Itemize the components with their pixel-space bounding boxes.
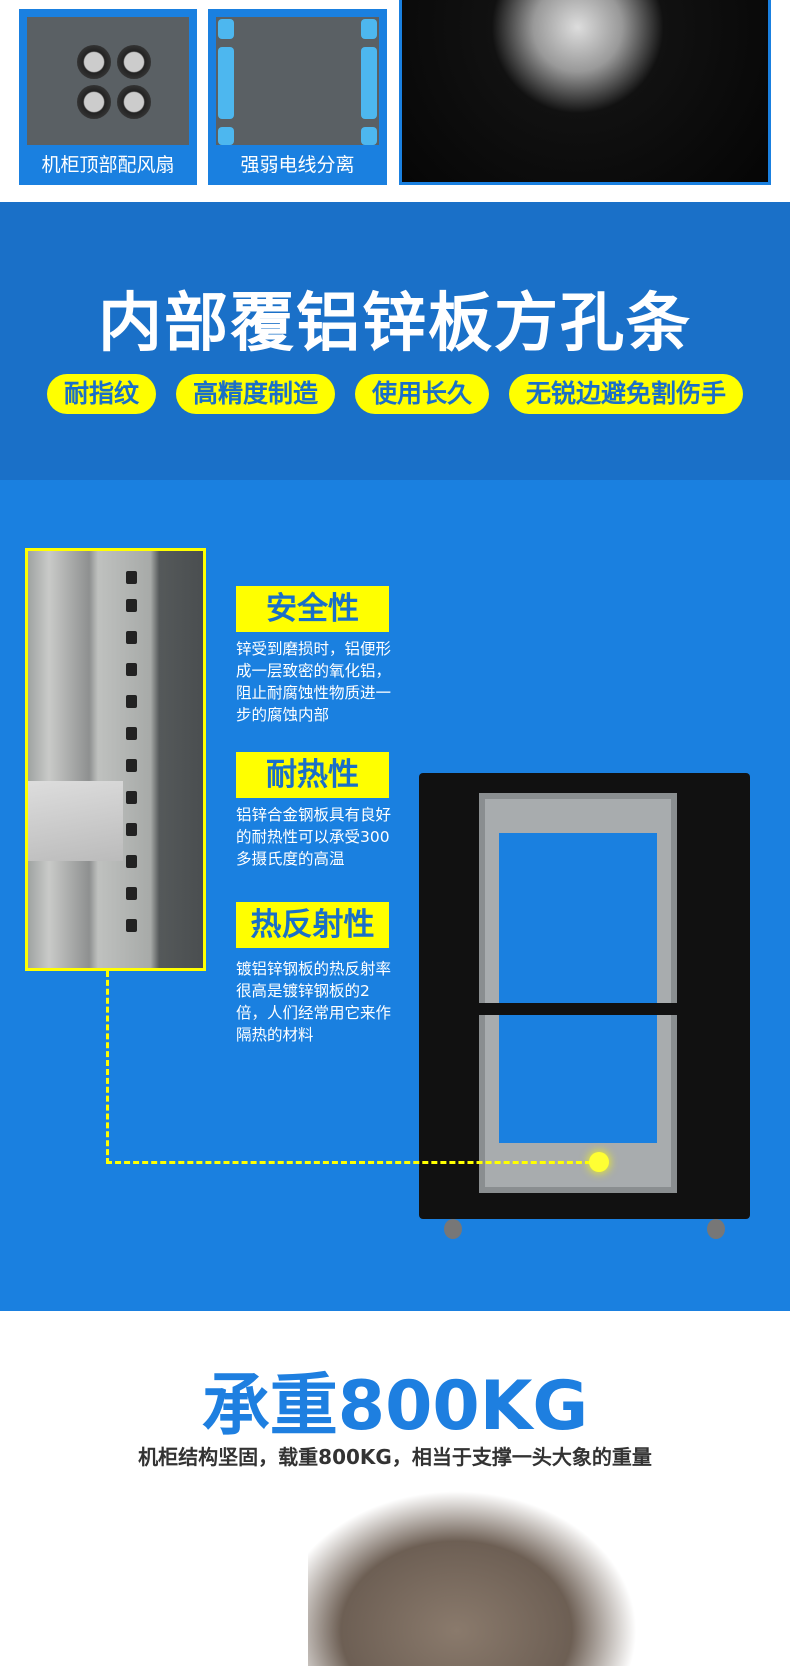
- fan-feature-card: 机柜顶部配风扇: [19, 9, 197, 185]
- highlight-dot: [589, 1152, 609, 1172]
- fan-caption: 机柜顶部配风扇: [41, 154, 175, 176]
- load-title: 承重800KG: [201, 1367, 589, 1446]
- server-cabinet-image: [419, 773, 750, 1239]
- tag: 无锐边避免割伤手: [509, 374, 744, 414]
- desc-safety: 锌受到磨损时，铝便形成一层致密的氧化铝，阻止耐腐蚀性物质进一步的腐蚀内部: [236, 640, 392, 724]
- elephant-image: [308, 1490, 638, 1666]
- properties-section: 安全性 锌受到磨损时，铝便形成一层致密的氧化铝，阻止耐腐蚀性物质进一步的腐蚀内部…: [0, 480, 790, 1311]
- cable-caption: 强弱电线分离: [240, 154, 355, 176]
- label-heat-reflection: 热反射性: [236, 902, 389, 948]
- aluminum-section: 内部覆铝锌板方孔条 耐指纹 高精度制造 使用长久 无锐边避免割伤手: [0, 202, 790, 480]
- tag: 高精度制造: [175, 374, 335, 414]
- rail-closeup-image: [25, 548, 206, 971]
- feature-tags: 耐指纹 高精度制造 使用长久 无锐边避免割伤手: [0, 374, 790, 414]
- label-heat-resistance: 耐热性: [236, 752, 389, 798]
- desc-heat-reflection: 镀铝锌钢板的热反射率很高是镀锌钢板的2倍，人们经常用它来作隔热的材料: [236, 960, 392, 1044]
- cable-separation-card: 强弱电线分离: [208, 9, 387, 185]
- desc-heat-resistance: 铝锌合金钢板具有良好的耐热性可以承受300多摄氏度的高温: [236, 806, 392, 868]
- section-title: 内部覆铝锌板方孔条: [98, 287, 692, 361]
- tag: 耐指纹: [46, 374, 156, 414]
- tag: 使用长久: [355, 374, 490, 414]
- connector-line: [106, 1161, 600, 1164]
- cabinet-top-fans-image: [27, 17, 189, 145]
- connector-line: [106, 971, 109, 1164]
- load-subtitle: 机柜结构坚固，载重800KG，相当于支撑一头大象的重量: [138, 1445, 652, 1469]
- honeycomb-vent-image: [399, 0, 771, 185]
- cable-separation-image: [216, 17, 379, 145]
- label-safety: 安全性: [236, 586, 389, 632]
